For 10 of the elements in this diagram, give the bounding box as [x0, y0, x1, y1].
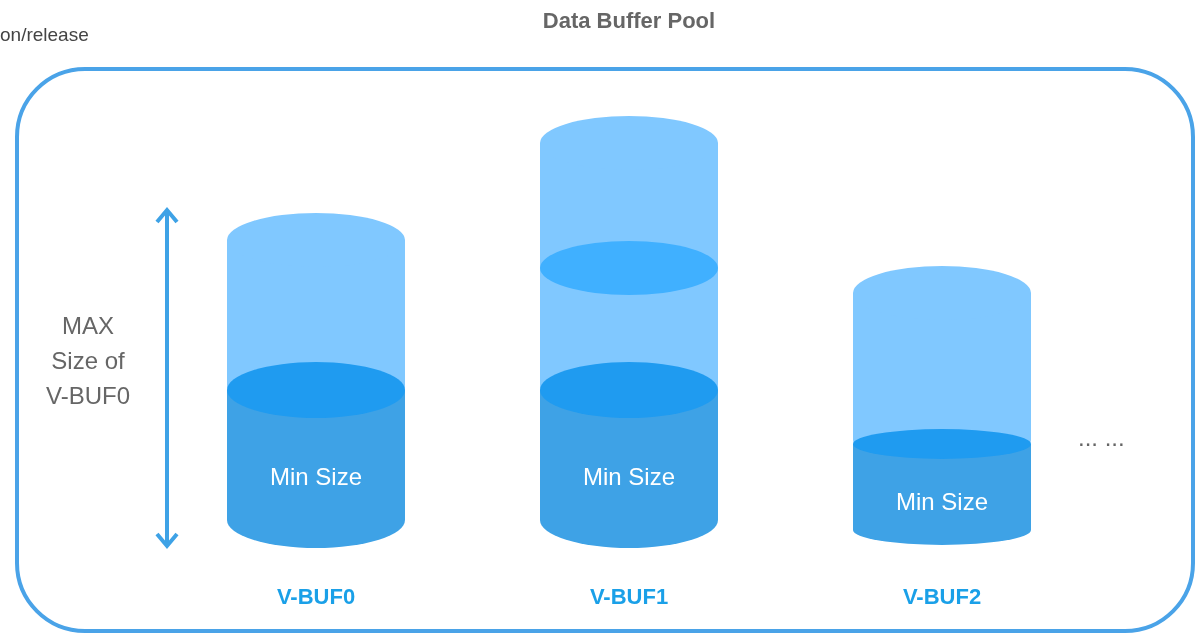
buffer-name: V-BUF1 — [588, 584, 670, 610]
dimension-label: MAX Size of V-BUF0 — [45, 311, 131, 411]
buffer-name: V-BUF2 — [901, 584, 983, 610]
size-label: Min Size — [269, 463, 363, 491]
buffer-name: V-BUF0 — [275, 584, 357, 610]
pool-title: Data Buffer Pool — [541, 8, 717, 34]
size-label: Min Size — [582, 463, 676, 491]
cut-off-text: on/release — [0, 24, 89, 46]
ellipsis: ... ... — [1078, 424, 1125, 452]
size-label: Min Size — [895, 488, 989, 516]
